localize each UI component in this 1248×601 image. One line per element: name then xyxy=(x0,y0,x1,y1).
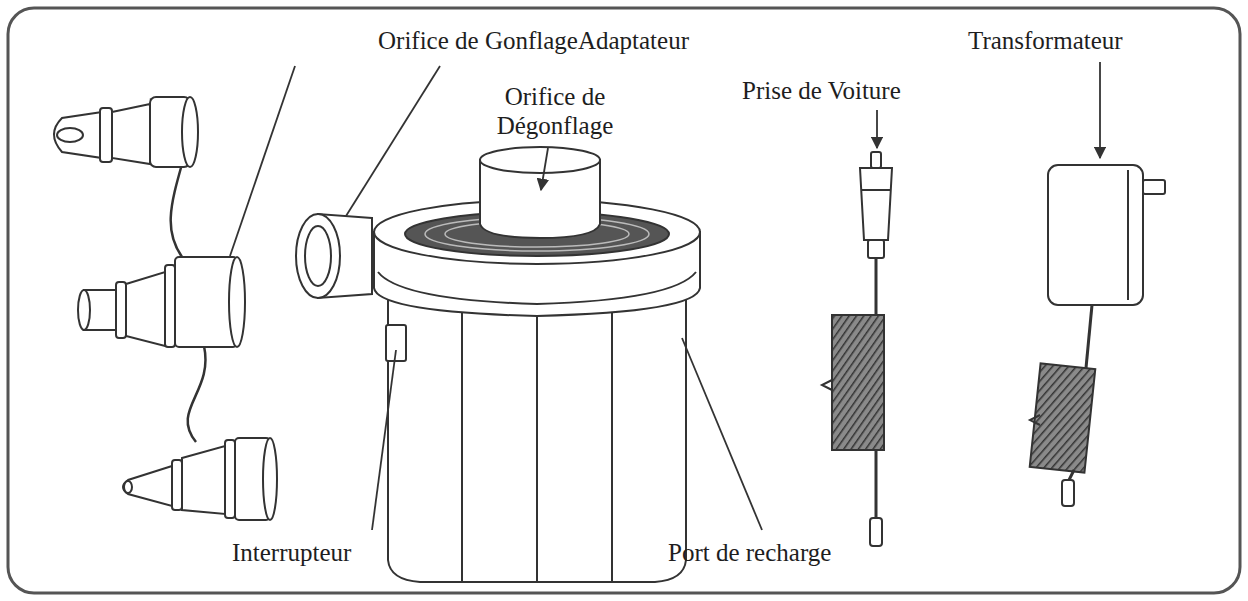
adapter-nozzles xyxy=(126,272,165,346)
adapter-nozzles xyxy=(172,460,182,510)
part-label: Transformateur xyxy=(968,26,1123,55)
leader-lines xyxy=(346,66,440,216)
pump-body xyxy=(536,300,538,582)
adapter-nozzles xyxy=(229,257,245,347)
leader-lines xyxy=(541,148,548,190)
adapter-nozzles xyxy=(100,108,112,162)
pump-body xyxy=(378,272,696,304)
part-label: Orifice de Dégonflage xyxy=(470,82,640,140)
car-plug xyxy=(862,189,890,191)
pump-body xyxy=(388,298,686,582)
transformer-adapter xyxy=(1127,170,1129,300)
leader-lines xyxy=(1099,62,1101,158)
part-label: Orifice de Gonflage xyxy=(378,26,578,55)
adapter-nozzles xyxy=(188,346,206,442)
transformer-adapter xyxy=(1048,165,1143,305)
leader-lines xyxy=(372,350,396,530)
pump-body xyxy=(305,226,331,286)
transformer-adapter xyxy=(1062,480,1074,506)
adapter-nozzles xyxy=(78,290,90,330)
car-plug xyxy=(822,380,832,390)
part-label: Prise de Voiture xyxy=(742,76,901,105)
adapter-nozzles xyxy=(182,97,198,167)
transformer-adapter xyxy=(1086,305,1092,368)
pump-body xyxy=(461,300,463,582)
leader-lines xyxy=(682,338,762,530)
part-label: Port de recharge xyxy=(668,538,831,567)
car-plug xyxy=(860,168,892,240)
transformer-adapter xyxy=(1030,165,1165,506)
leader-lines xyxy=(230,62,1100,530)
adapter-nozzles xyxy=(54,97,277,520)
adapter-nozzles xyxy=(225,440,235,518)
adapter-nozzles xyxy=(112,104,150,164)
car-plug xyxy=(868,240,884,258)
pump-body xyxy=(480,147,600,173)
pump-body xyxy=(611,300,613,582)
adapter-nozzles xyxy=(124,481,132,493)
leader-lines xyxy=(876,110,878,148)
transformer-adapter xyxy=(1030,415,1040,425)
adapter-nozzles xyxy=(182,446,225,514)
adapter-nozzles xyxy=(175,257,237,347)
adapter-nozzles xyxy=(116,282,126,338)
car-plug xyxy=(822,152,892,546)
part-label: Adaptateur xyxy=(578,26,689,55)
pump-body xyxy=(296,147,700,582)
adapter-nozzles xyxy=(165,265,175,347)
adapter-nozzles xyxy=(263,438,277,520)
adapter-nozzles xyxy=(57,128,83,142)
adapter-nozzles xyxy=(54,112,102,158)
car-plug xyxy=(871,152,881,168)
transformer-adapter xyxy=(1030,363,1096,472)
adapter-nozzles xyxy=(123,466,172,506)
transformer-adapter xyxy=(1143,180,1165,194)
car-plug xyxy=(870,518,882,546)
frame-border xyxy=(8,8,1240,593)
leader-lines xyxy=(230,66,295,256)
car-plug xyxy=(832,315,884,450)
pump-body xyxy=(296,214,340,298)
part-label: Interrupteur xyxy=(232,538,351,567)
